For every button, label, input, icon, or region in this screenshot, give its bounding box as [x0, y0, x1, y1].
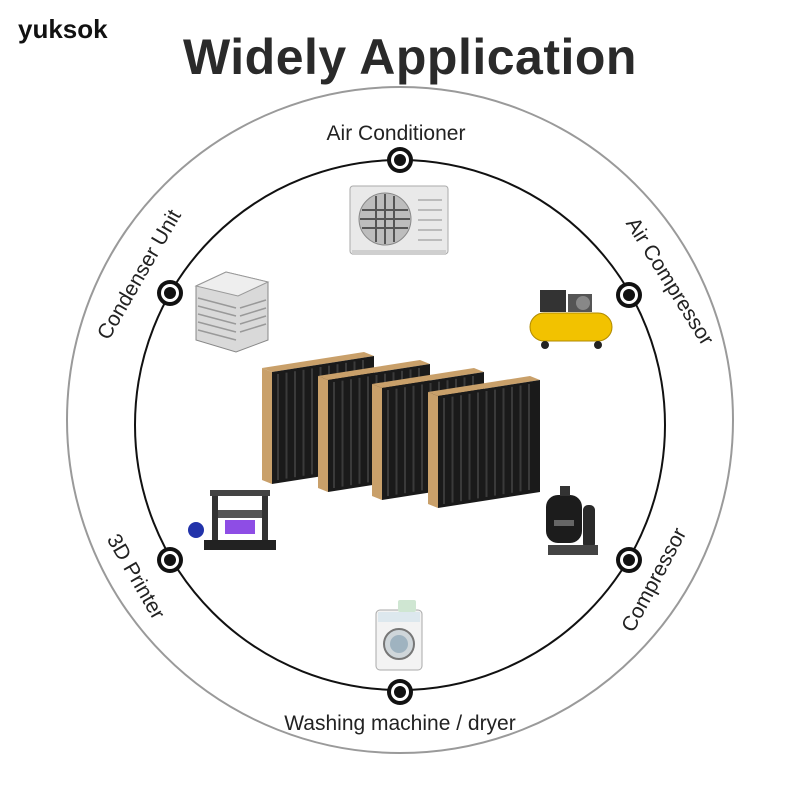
outer-ring	[66, 86, 734, 754]
anti-vibration-pads-image	[262, 352, 540, 508]
label-condenser-unit: Condenser Unit	[93, 206, 186, 344]
marker-condenser-unit	[157, 280, 183, 306]
brand-logo: yuksok	[18, 14, 108, 44]
marker-air-conditioner	[387, 147, 413, 173]
label-air-conditioner: Air Conditioner	[327, 122, 466, 145]
ring-markers	[157, 147, 642, 705]
page-title: Widely Application	[183, 29, 637, 85]
label-washing-machine: Washing machine / dryer	[284, 712, 515, 735]
marker-washing-machine	[387, 679, 413, 705]
marker-air-compressor	[616, 282, 642, 308]
pad-4	[428, 376, 540, 508]
washing-machine-icon	[375, 600, 423, 671]
air-conditioner-icon	[349, 185, 449, 255]
air-compressor-icon	[529, 290, 613, 349]
condenser-unit-icon	[194, 271, 270, 353]
label-compressor: Compressor	[617, 524, 691, 636]
3d-printer-icon	[188, 490, 276, 550]
marker-compressor	[616, 547, 642, 573]
label-3d-printer: 3D Printer	[102, 530, 169, 623]
compressor-icon	[546, 486, 598, 555]
marker-3d-printer	[157, 547, 183, 573]
